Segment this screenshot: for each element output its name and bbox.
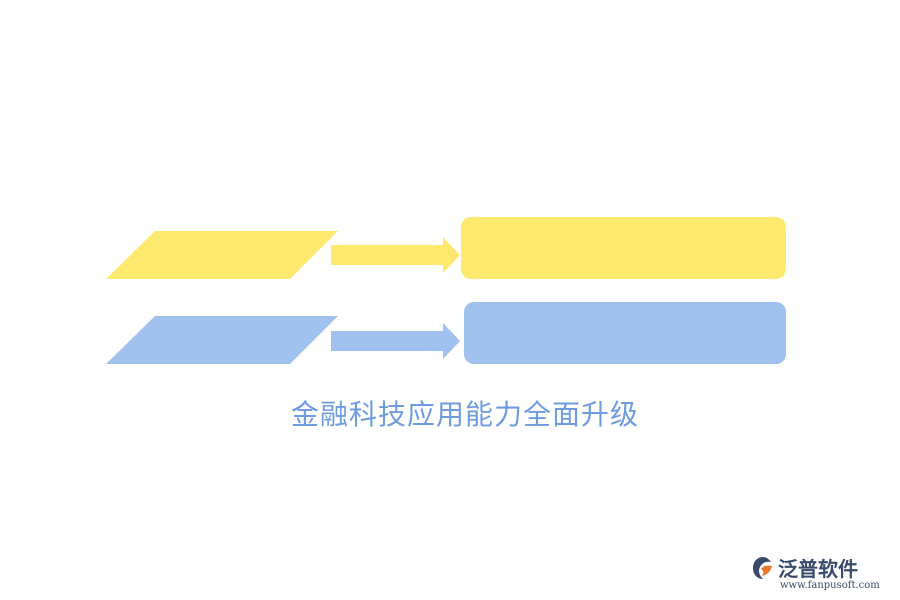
diagram-caption: 金融科技应用能力全面升级 [290,398,639,431]
watermark-brand: 泛普软件 [778,557,858,581]
row-2-arrow [331,323,460,359]
watermark-url: www.fanpusoft.com [780,580,880,591]
row-1-input-parallelogram [106,231,338,279]
watermark: 泛普软件 www.fanpusoft.com [750,553,890,597]
row-2-output-box [464,302,786,364]
fanpu-logo-icon [753,557,772,579]
row-1-arrow [331,237,460,273]
row-1-output-box [461,217,786,279]
row-2-input-parallelogram [106,316,338,364]
